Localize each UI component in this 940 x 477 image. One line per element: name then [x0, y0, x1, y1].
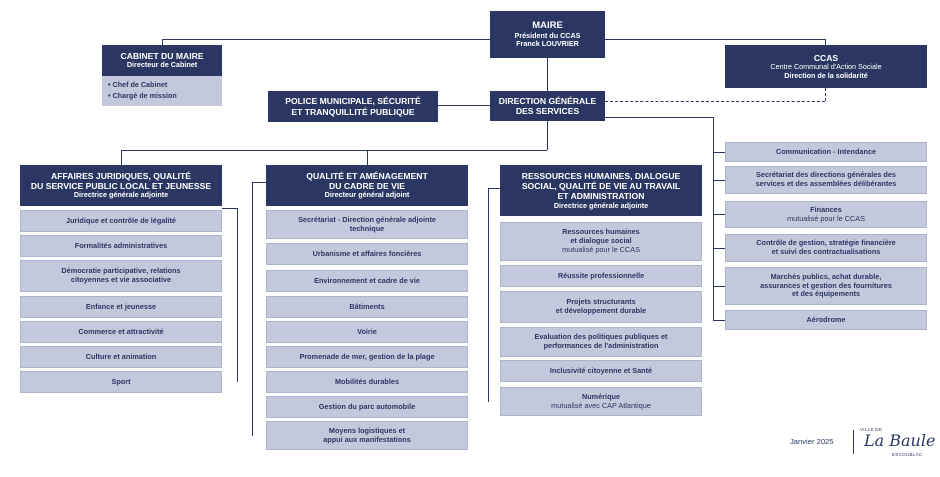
col4-item: Aérodrome: [725, 310, 927, 330]
police-line1: POLICE MUNICIPALE, SÉCURITÉ: [285, 96, 421, 107]
col1-title1: AFFAIRES JURIDIQUES, QUALITÉ: [51, 170, 191, 181]
connector-col2-spine: [252, 182, 253, 436]
col4-item: Contrôle de gestion, stratégie financièr…: [725, 234, 927, 262]
connector-col3-spine: [488, 188, 489, 402]
col1-subtitle: Directrice générale adjointe: [73, 190, 169, 200]
connector-dgs-down: [547, 121, 548, 150]
maire-line2: Franck LOUVRIER: [516, 39, 579, 49]
connector-col4-spine: [713, 117, 714, 320]
col2-subtitle: Directeur général adjoint: [324, 190, 410, 200]
col2-title1: QUALITÉ ET AMÉNAGEMENT: [306, 170, 428, 181]
connector-maire-ccas: [605, 39, 825, 40]
connector-police-dgs: [438, 105, 490, 106]
connector-maire-dgs: [547, 58, 548, 91]
connector-col4-tick: [713, 152, 725, 153]
cabinet-item: • Chef de Cabinet: [108, 80, 168, 89]
col2-item: Environnement et cadre de vie: [266, 270, 468, 292]
police-line2: ET TRANQUILLITÉ PUBLIQUE: [291, 106, 415, 117]
cabinet-title: CABINET DU MAIRE: [120, 51, 204, 62]
col4-item: Communication - Intendance: [725, 142, 927, 162]
col3-item: Réussite professionnelle: [500, 265, 702, 287]
cabinet-item: • Chargé de mission: [108, 91, 177, 101]
footer-divider: [853, 430, 854, 454]
col1-item: Formalités administratives: [20, 235, 222, 257]
ccas-line2: Direction de la solidarité: [784, 70, 868, 80]
police-box: POLICE MUNICIPALE, SÉCURITÉ ET TRANQUILL…: [268, 91, 438, 122]
col1-item: Enfance et jeunesse: [20, 296, 222, 318]
logo-bottom-text: ESCOUBLAC: [892, 452, 923, 457]
ccas-title: CCAS: [813, 52, 839, 63]
cabinet-box: CABINET DU MAIRE Directeur de Cabinet: [102, 45, 222, 76]
connector-col1-spine: [237, 208, 238, 382]
col4-item: Marchés publics, achat durable,assurance…: [725, 267, 927, 305]
col2-item: Urbanisme et affaires foncières: [266, 243, 468, 265]
connector-col2-top: [252, 182, 266, 183]
col4-item: Secrétariat des directions générales des…: [725, 166, 927, 194]
connector-cabinet: [162, 39, 163, 45]
connector-col4-tick: [713, 248, 725, 249]
connector-ccas-dashed-v: [825, 88, 826, 101]
connector-col4-tick: [713, 286, 725, 287]
col2-item: Promenade de mer, gestion de la plage: [266, 346, 468, 368]
connector-col2: [367, 150, 368, 165]
col2-item: Bâtiments: [266, 296, 468, 318]
connector-col4-tick: [713, 180, 725, 181]
col3-title1: RESSOURCES HUMAINES, DIALOGUE: [521, 170, 681, 181]
col1-item: Commerce et attractivité: [20, 321, 222, 343]
connector-col1: [121, 150, 122, 165]
connector-dgs-col4: [605, 117, 713, 118]
connector-ccas: [825, 39, 826, 45]
col1-header: AFFAIRES JURIDIQUES, QUALITÉ DU SERVICE …: [20, 165, 222, 206]
col2-item: Secrétariat - Direction générale adjoint…: [266, 210, 468, 239]
col1-item: Juridique et contrôle de légalité: [20, 210, 222, 232]
connector-top-bar: [162, 39, 490, 40]
logo-top-text: VILLE DE: [860, 427, 883, 432]
col3-title2: SOCIAL, QUALITÉ DE VIE AU TRAVAIL: [521, 181, 681, 192]
connector-dga-bar: [121, 150, 547, 151]
col3-title3: ET ADMINISTRATION: [557, 191, 645, 202]
col1-item: Culture et animation: [20, 346, 222, 368]
col3-subtitle: Directrice générale adjointe: [553, 200, 649, 210]
cabinet-subtitle: Directeur de Cabinet: [126, 60, 198, 70]
ccas-line1: Centre Communal d'Action Sociale: [770, 62, 882, 72]
logo-main-text: La Baule: [864, 431, 936, 450]
connector-dgs-ccas-dashed: [605, 101, 825, 102]
maire-title: MAIRE: [532, 20, 563, 32]
col2-item: Gestion du parc automobile: [266, 396, 468, 418]
col2-item: Mobilités durables: [266, 371, 468, 393]
cabinet-items: • Chef de Cabinet • Chargé de mission: [102, 76, 222, 106]
footer-date: Janvier 2025: [790, 437, 834, 446]
city-logo: VILLE DE La Baule ESCOUBLAC: [858, 425, 935, 459]
connector-col3-top: [488, 188, 500, 189]
dgs-box: DIRECTION GÉNÉRALE DES SERVICES: [490, 91, 605, 121]
col1-title2: DU SERVICE PUBLIC LOCAL ET JEUNESSE: [30, 181, 212, 192]
col2-item: Voirie: [266, 321, 468, 343]
col2-header: QUALITÉ ET AMÉNAGEMENT DU CADRE DE VIE D…: [266, 165, 468, 206]
ccas-box: CCAS Centre Communal d'Action Sociale Di…: [725, 45, 927, 88]
maire-box: MAIRE Président du CCAS Franck LOUVRIER: [490, 11, 605, 58]
connector-col1-top: [222, 208, 237, 209]
col3-header: RESSOURCES HUMAINES, DIALOGUE SOCIAL, QU…: [500, 165, 702, 216]
col1-item: Sport: [20, 371, 222, 393]
dgs-line1: DIRECTION GÉNÉRALE: [498, 95, 597, 106]
col2-title2: DU CADRE DE VIE: [329, 181, 405, 192]
maire-line1: Président du CCAS: [514, 30, 581, 40]
connector-col4-tick: [713, 320, 725, 321]
connector-col4-tick: [713, 214, 725, 215]
dgs-line2: DES SERVICES: [515, 106, 580, 116]
col3-item: Inclusivité citoyenne et Santé: [500, 360, 702, 382]
